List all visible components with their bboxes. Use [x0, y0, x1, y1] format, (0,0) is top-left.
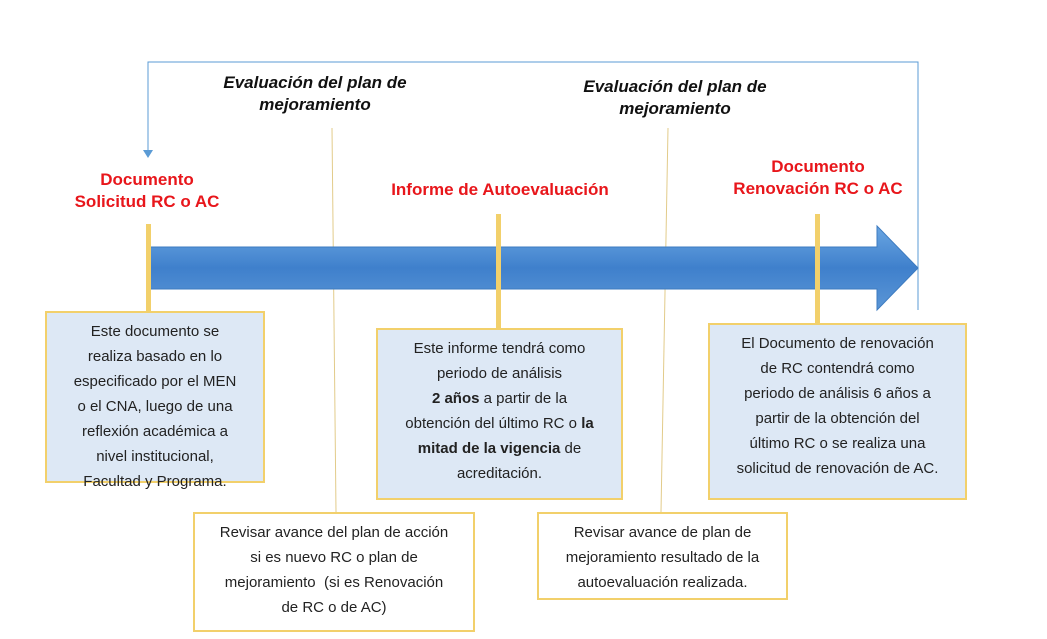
box-informe-text: a partir de la	[479, 390, 568, 407]
box-informe-line: mitad de la vigencia de	[378, 436, 621, 461]
box-solicitud-line: especificado por el MEN	[73, 373, 237, 390]
box-informe-text: de	[560, 440, 582, 457]
box-renovacion-line: El Documento de renovación	[741, 335, 934, 352]
doc-solicitud-line1: Documento	[100, 170, 194, 189]
doc-solicitud-line2: Solicitud RC o AC	[74, 192, 220, 211]
box-solicitud-line: nivel institucional,	[96, 448, 214, 465]
box-revisar-accion-line: mejoramiento (si es Renovación	[224, 574, 444, 591]
box-informe-line: 2 años a partir de la	[378, 386, 621, 411]
box-revisar-accion-line: Revisar avance del plan de acción	[219, 524, 449, 541]
connector-line-eval2	[660, 127, 669, 513]
box-informe-bold-la: la	[581, 415, 594, 432]
box-solicitud-line: reflexión académica a	[82, 423, 228, 440]
eval-label-1-line1: Evaluación del plan de	[223, 73, 407, 92]
eval-label-2-line2: mejoramiento	[619, 99, 731, 118]
box-revisar-accion-line: de RC o de AC)	[281, 599, 387, 616]
box-revisar-mejoramiento: Revisar avance de plan de mejoramiento r…	[537, 512, 788, 600]
box-informe-line: obtención del último RC o la	[378, 411, 621, 436]
doc-renovacion-line2: Renovación RC o AC	[733, 179, 903, 198]
box-solicitud-line: o el CNA, luego de una	[77, 398, 233, 415]
eval-label-1-line2: mejoramiento	[259, 95, 371, 114]
informe-label: Informe de Autoevaluación	[370, 179, 630, 201]
doc-solicitud-label: Documento Solicitud RC o AC	[47, 169, 247, 213]
milestone-marker-3	[815, 214, 820, 324]
timeline-arrow	[147, 224, 919, 312]
box-informe-bold-2anos: 2 años	[431, 390, 480, 407]
connector-arrowhead-icon	[143, 150, 153, 158]
box-revisar-mejoramiento-line: Revisar avance de plan de	[573, 524, 752, 541]
box-informe-line: acreditación.	[456, 465, 543, 482]
box-renovacion-line: de RC contendrá como	[760, 360, 915, 377]
box-revisar-mejoramiento-line: autoevaluación realizada.	[577, 574, 748, 591]
box-informe-bold-vigencia: mitad de la vigencia	[417, 440, 561, 457]
box-renovacion: El Documento de renovación de RC contend…	[708, 323, 967, 500]
milestone-marker-2	[496, 214, 501, 330]
box-renovacion-line: periodo de análisis 6 años a	[744, 385, 931, 402]
box-informe-line: periodo de análisis	[436, 365, 563, 382]
feedback-connector	[143, 61, 919, 310]
box-revisar-accion-line: si es nuevo RC o plan de	[250, 549, 418, 566]
box-renovacion-line: último RC o se realiza una	[749, 435, 926, 452]
box-revisar-mejoramiento-line: mejoramiento resultado de la	[565, 549, 760, 566]
doc-renovacion-label: Documento Renovación RC o AC	[718, 156, 918, 200]
informe-label-text: Informe de Autoevaluación	[391, 180, 609, 199]
box-solicitud-line: Este documento se	[90, 323, 220, 340]
box-informe: Este informe tendrá como periodo de anál…	[376, 328, 623, 500]
box-informe-line: Este informe tendrá como	[413, 340, 586, 357]
box-solicitud: Este documento se realiza basado en lo e…	[45, 311, 265, 490]
box-renovacion-line: partir de la obtención del	[755, 410, 920, 427]
box-renovacion-line: solicitud de renovación de AC.	[736, 460, 939, 477]
doc-renovacion-line1: Documento	[771, 157, 865, 176]
eval-label-2: Evaluación del plan de mejoramiento	[560, 76, 790, 120]
eval-label-1: Evaluación del plan de mejoramiento	[200, 72, 430, 116]
connector-line-eval1	[331, 127, 337, 513]
box-solicitud-line: realiza basado en lo	[87, 348, 223, 365]
box-informe-text: obtención del último RC o	[405, 415, 582, 432]
box-revisar-accion: Revisar avance del plan de acción si es …	[193, 512, 475, 632]
eval-label-2-line1: Evaluación del plan de	[583, 77, 767, 96]
milestone-marker-1	[146, 224, 151, 312]
box-solicitud-line: Facultad y Programa.	[83, 473, 227, 490]
